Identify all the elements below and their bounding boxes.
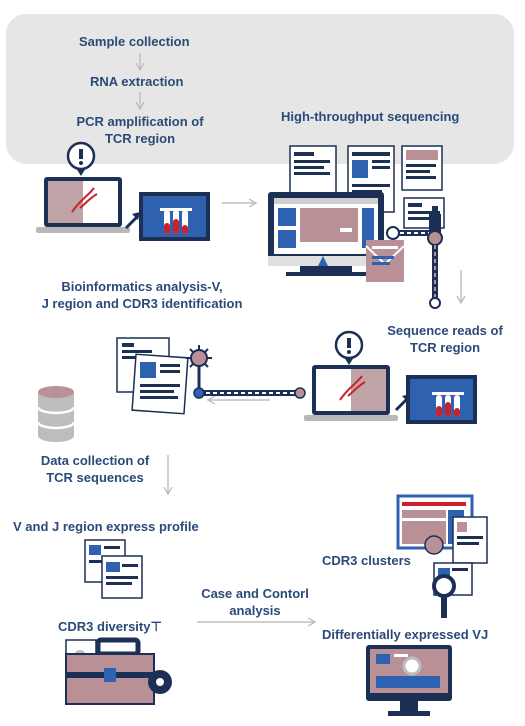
flow-arrows xyxy=(135,53,466,627)
step-data-collection-line1: Data collection of xyxy=(40,453,150,468)
step-bioinfo-line2: J region and CDR3 identification xyxy=(41,296,243,311)
step-pcr-amplification: PCR amplification of TCR region xyxy=(60,113,220,147)
step-data-collection: Data collection of TCR sequences xyxy=(20,452,170,486)
step-cdr3-diversity: CDR3 diversity⊤ xyxy=(58,619,162,634)
step-high-throughput-sequencing: High-throughput sequencing xyxy=(281,109,460,124)
test-tubes-monitor-icon xyxy=(406,375,477,424)
step-data-collection-line2: TCR sequences xyxy=(46,470,144,485)
step-sample-collection: Sample collection xyxy=(79,34,190,49)
step-bioinformatics-analysis: Bioinformatics analysis-V, J region and … xyxy=(12,278,272,312)
step-seq-reads-line1: Sequence reads of xyxy=(387,323,503,338)
database-icon xyxy=(36,386,76,442)
pipette-icon xyxy=(386,206,443,309)
laptop-icon xyxy=(36,141,140,233)
briefcase-icon xyxy=(65,637,172,705)
step-case-control-line1: Case and Contorl xyxy=(201,586,309,601)
step-pcr-line2: TCR region xyxy=(104,131,176,146)
top-band xyxy=(6,14,514,164)
step-case-control-line2: analysis xyxy=(229,603,281,618)
step-differentially-expressed-vj: Differentially expressed VJ xyxy=(322,627,489,642)
desktop-computer-icon xyxy=(268,192,405,282)
step-rna-extraction: RNA extraction xyxy=(90,74,184,89)
step-sequence-reads: Sequence reads of TCR region xyxy=(375,322,515,356)
step-pcr-line1: PCR amplification of xyxy=(76,114,204,129)
laptop-icon xyxy=(304,330,410,421)
step-cdr3-clusters: CDR3 clusters xyxy=(322,553,411,568)
documents-icon xyxy=(84,539,143,599)
documents-icon xyxy=(116,337,189,415)
step-case-control: Case and Contorl analysis xyxy=(185,585,325,619)
step-vj-profile: V and J region express profile xyxy=(13,519,199,534)
magnifier-icon xyxy=(396,494,488,618)
test-tubes-monitor-icon xyxy=(139,192,210,241)
step-bioinfo-line1: Bioinformatics analysis-V, xyxy=(61,279,223,294)
desktop-computer-icon xyxy=(366,645,452,716)
step-seq-reads-line2: TCR region xyxy=(409,340,481,355)
virus-icon xyxy=(186,345,306,399)
